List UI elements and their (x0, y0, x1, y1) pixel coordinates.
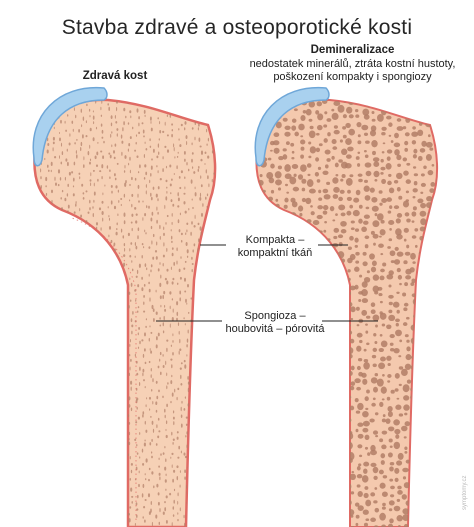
demineralization-description-line-2: poškození kompakty i spongiozy (273, 71, 432, 83)
compacta-label-line-1: Kompakta – (245, 234, 305, 246)
osteoporotic-bone (254, 86, 439, 527)
healthy-bone-shape (33, 98, 217, 527)
osteoporotic-cartilage-cap (254, 86, 330, 167)
spongiosa-label-line-1: Spongioza – (244, 310, 306, 322)
compacta-label-line-2: kompaktní tkáň (237, 247, 313, 259)
healthy-bone-label: Zdravá kost (82, 70, 148, 82)
diagram-title: Stavba zdravé a osteoporotické kosti (61, 16, 413, 39)
healthy-compacta-inner-line (71, 217, 137, 520)
healthy-bone (32, 86, 217, 527)
spongiosa-label-line-2: houbovitá – pórovitá (225, 323, 325, 335)
healthy-cartilage-cap (32, 86, 108, 167)
demineralization-description-line-1: nedostatek minerálů, ztráta kostní husto… (249, 58, 456, 70)
demineralization-heading: Demineralizace (310, 44, 395, 56)
watermark: symptomy.cz (462, 475, 468, 510)
